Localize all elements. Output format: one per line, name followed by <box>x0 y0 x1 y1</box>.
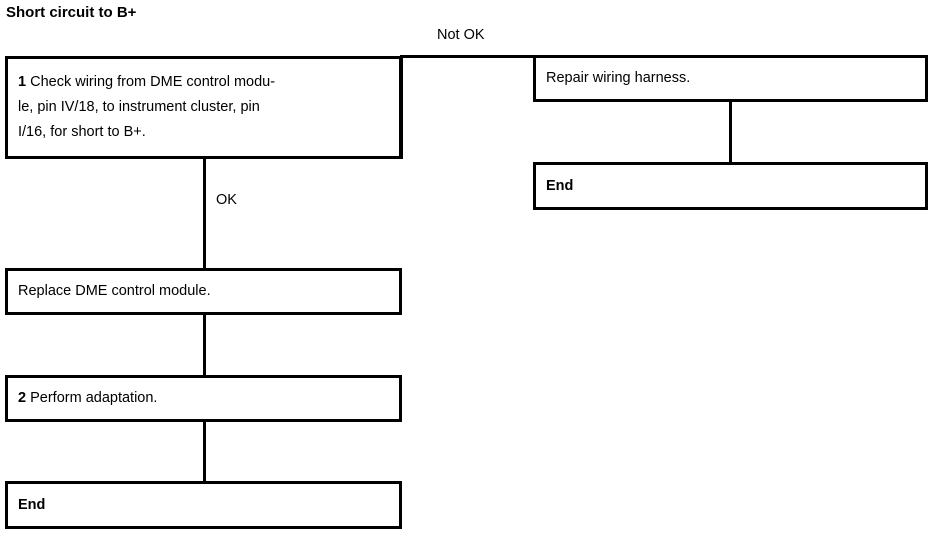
edge-label-not-ok: Not OK <box>437 27 485 43</box>
edge-adaptation-to-end-left <box>203 420 206 482</box>
edge-repair-to-end-right <box>729 99 732 164</box>
node-end-right[interactable]: End <box>533 162 928 210</box>
node-replace-dme-control-module-text: Replace DME control module. <box>18 283 211 299</box>
node-check-wiring-line3: I/16, for short to B+. <box>18 124 146 140</box>
node-check-wiring[interactable]: 1 Check wiring from DME control modu- le… <box>5 56 402 159</box>
node-check-wiring-text: 1 Check wiring from DME control modu- le… <box>8 70 285 145</box>
node-check-wiring-step-number: 1 <box>18 74 27 90</box>
node-repair-wiring-harness-text: Repair wiring harness. <box>546 70 691 86</box>
node-replace-dme-control-module[interactable]: Replace DME control module. <box>5 268 402 315</box>
edge-check-to-repair-horizontal <box>400 55 535 58</box>
page-title: Short circuit to B+ <box>6 4 137 21</box>
edge-check-to-replace <box>203 156 206 270</box>
node-perform-adaptation-step-number: 2 <box>18 390 27 406</box>
node-end-left[interactable]: End <box>5 481 402 529</box>
node-perform-adaptation-text: 2 Perform adaptation. <box>8 386 167 411</box>
edge-label-ok: OK <box>216 192 237 208</box>
node-end-right-text: End <box>546 177 574 194</box>
node-repair-wiring-harness[interactable]: Repair wiring harness. <box>533 55 928 102</box>
node-perform-adaptation-label: Perform adaptation. <box>30 390 158 406</box>
edge-replace-to-adaptation <box>203 313 206 377</box>
node-perform-adaptation[interactable]: 2 Perform adaptation. <box>5 375 402 422</box>
node-end-left-text: End <box>18 496 46 513</box>
node-check-wiring-line2: le, pin IV/18, to instrument cluster, pi… <box>18 99 260 115</box>
node-check-wiring-line1: Check wiring from DME control modu- <box>30 74 276 90</box>
